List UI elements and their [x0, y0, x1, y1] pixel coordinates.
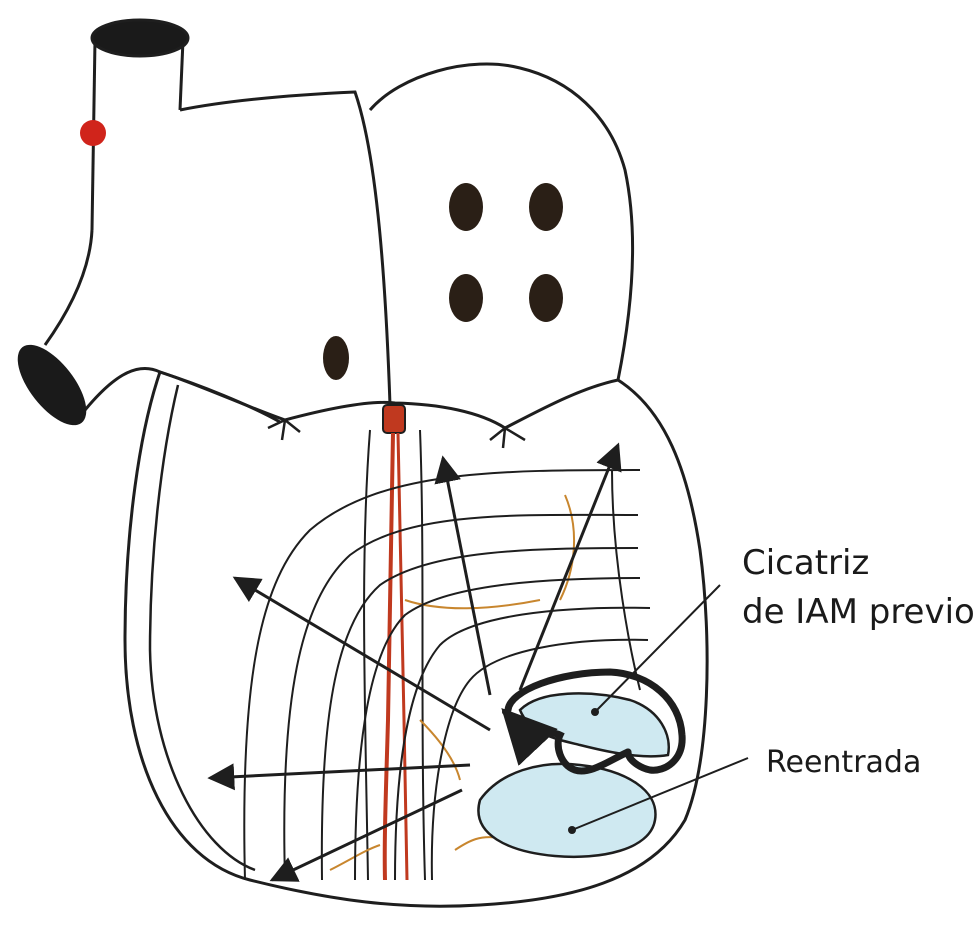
scar-upper [520, 693, 669, 756]
scar-lower [478, 764, 655, 857]
ventricle-inner-outline [150, 385, 255, 870]
pulmonary-veins [449, 183, 563, 322]
scar-label-line1: Cicatriz [742, 543, 869, 583]
reentry-label: Reentrada [766, 745, 921, 780]
scar-label-line2: de IAM previo [742, 592, 975, 632]
sinus-node [80, 120, 106, 146]
superior-vena-cava [92, 20, 188, 230]
left-atrium-outline [370, 64, 633, 380]
coronary-sinus-ostium [323, 336, 349, 380]
inferior-vena-cava [5, 334, 99, 437]
